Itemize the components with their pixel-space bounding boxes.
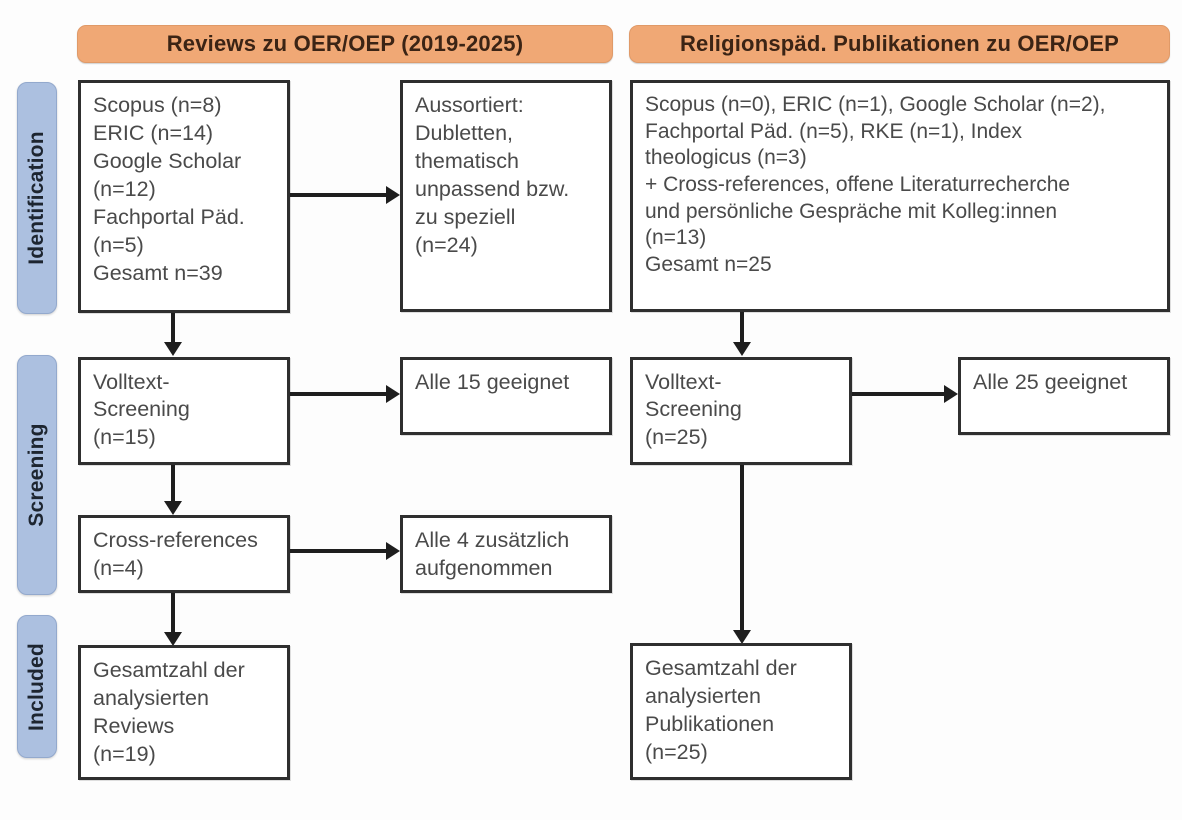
box-right-identification-sources: Scopus (n=0), ERIC (n=1), Google Scholar… xyxy=(630,80,1170,312)
stage-label-screening: Screening xyxy=(17,355,57,595)
arrowhead-left-sources-to-excluded xyxy=(386,186,400,204)
connector-left-screening-to-result xyxy=(290,392,386,396)
stage-label-included-text: Included xyxy=(25,642,48,731)
column-header-left: Reviews zu OER/OEP (2019-2025) xyxy=(77,25,613,63)
arrowhead-left-screening-to-result xyxy=(386,385,400,403)
arrowhead-left-screening-to-crossrefs xyxy=(164,501,182,515)
stage-label-identification: Identification xyxy=(17,82,57,314)
box-left-crossreferences-result: Alle 4 zusätzlich aufgenommen xyxy=(400,515,612,593)
arrowhead-right-sources-to-screening xyxy=(733,342,751,356)
stage-label-screening-text: Screening xyxy=(25,423,48,527)
box-right-screening-result: Alle 25 geeignet xyxy=(958,357,1170,435)
box-left-included-total: Gesamtzahl der analysierten Reviews (n=1… xyxy=(78,645,290,780)
box-left-screening-result: Alle 15 geeignet xyxy=(400,357,612,435)
connector-left-crossrefs-to-result xyxy=(290,549,386,553)
stage-label-identification-text: Identification xyxy=(25,131,48,265)
stage-label-included: Included xyxy=(17,615,57,758)
connector-left-sources-to-excluded xyxy=(290,193,386,197)
column-header-right: Religionspäd. Publikationen zu OER/OEP xyxy=(629,25,1170,63)
box-left-fulltext-screening: Volltext- Screening (n=15) xyxy=(78,357,290,465)
connector-right-sources-to-screening xyxy=(740,312,744,344)
connector-left-screening-to-crossrefs xyxy=(171,465,175,503)
connector-right-screening-to-result xyxy=(852,392,944,396)
box-left-crossreferences: Cross-references (n=4) xyxy=(78,515,290,593)
box-left-identification-sources: Scopus (n=8) ERIC (n=14) Google Scholar … xyxy=(78,80,290,313)
arrowhead-right-screening-to-result xyxy=(944,385,958,403)
box-right-fulltext-screening: Volltext- Screening (n=25) xyxy=(630,357,852,465)
arrowhead-right-screening-to-included xyxy=(733,630,751,644)
column-header-right-label: Religionspäd. Publikationen zu OER/OEP xyxy=(679,31,1120,56)
box-right-included-total: Gesamtzahl der analysierten Publikatione… xyxy=(630,643,852,780)
connector-right-screening-to-included xyxy=(740,465,744,632)
arrowhead-left-crossrefs-to-result xyxy=(386,542,400,560)
box-left-excluded: Aussortiert: Dubletten, thematisch unpas… xyxy=(400,80,612,312)
arrowhead-left-crossrefs-to-included xyxy=(164,632,182,646)
arrowhead-left-sources-to-screening xyxy=(164,342,182,356)
connector-left-sources-to-screening xyxy=(171,313,175,344)
column-header-left-label: Reviews zu OER/OEP (2019-2025) xyxy=(166,31,524,56)
connector-left-crossrefs-to-included xyxy=(171,593,175,634)
